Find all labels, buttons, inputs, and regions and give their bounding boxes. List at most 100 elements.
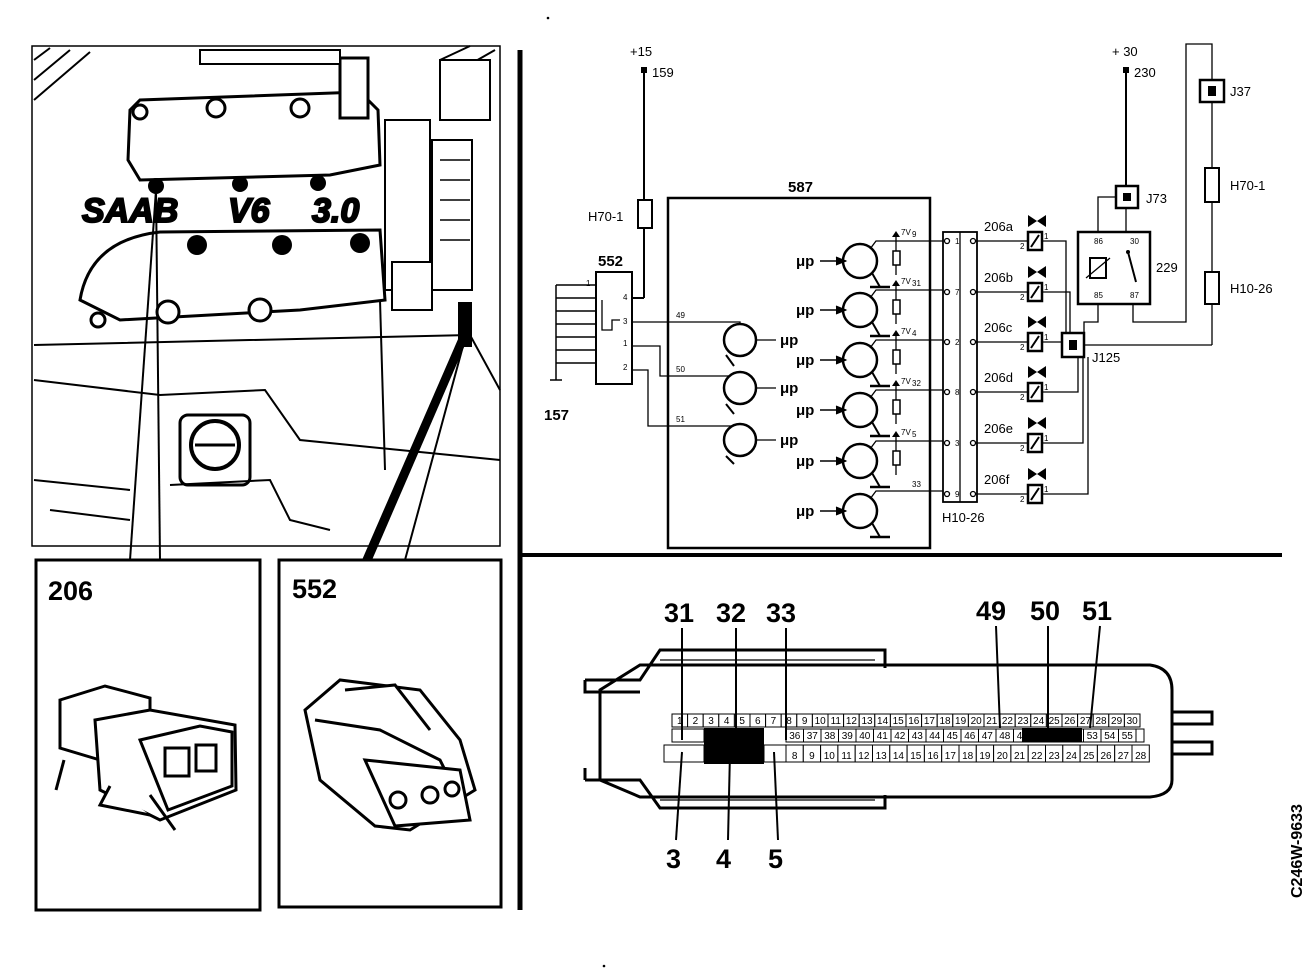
injector-pin: 1	[1044, 333, 1049, 342]
badge-saab: SAAB	[82, 192, 178, 230]
bottom-pin-number: 17	[945, 751, 957, 762]
badge-3-0: 3.0	[312, 192, 359, 230]
bottom-pin-number: 8	[792, 751, 798, 762]
injector-pin: 2	[1020, 393, 1025, 402]
ref-voltage: 7V	[901, 277, 911, 286]
bottom-pin-number: 14	[893, 751, 905, 762]
injector-pin: 2	[1020, 343, 1025, 352]
top-pin-number: 20	[971, 716, 983, 727]
top-pin-number: 24	[1033, 716, 1045, 727]
mu-label: μp	[796, 402, 814, 419]
engine-illustration: SAAB V6 3.0	[31, 45, 501, 561]
injector-label: 206f	[984, 472, 1010, 487]
mu-label: μp	[780, 332, 798, 349]
top-pin-number: 29	[1111, 716, 1123, 727]
connector-j37: J37	[1230, 84, 1251, 99]
pin-label-31: 31	[664, 598, 694, 628]
pin-label-33: 33	[766, 598, 796, 628]
connector-j73: J73	[1146, 191, 1167, 206]
mu-label: μp	[780, 432, 798, 449]
injector-label: 206e	[984, 421, 1013, 436]
bottom-pin-number: 26	[1100, 751, 1112, 762]
injector-label: 206c	[984, 320, 1013, 335]
ecu-587	[666, 196, 932, 550]
ecu-out-pin: 31	[912, 279, 921, 288]
top-pin-number: 30	[1127, 716, 1139, 727]
pin-label-4: 4	[716, 844, 731, 874]
sensor-552-label: 552	[598, 253, 623, 270]
top-pin-number: 22	[1002, 716, 1014, 727]
ref-voltage: 7V	[901, 377, 911, 386]
mid-pin-number: 54	[1104, 731, 1116, 742]
bottom-pin-number: 25	[1083, 751, 1095, 762]
injector-connector-drawing	[54, 684, 238, 831]
top-pin-number: 18	[939, 716, 951, 727]
bottom-pin-number: 10	[824, 751, 836, 762]
mu-label: μp	[796, 453, 814, 470]
mid-pin-number: 41	[877, 731, 889, 742]
mu-label: μp	[796, 253, 814, 270]
mid-pin-number: 40	[859, 731, 871, 742]
top-pin-number: 12	[846, 716, 858, 727]
bottom-pin-number: 24	[1066, 751, 1078, 762]
h10-pin: 3	[955, 439, 960, 448]
ignition-schematic: +15 159 H70-1 552 1 4 3 1 2 157 49 50 5	[544, 43, 1273, 550]
top-pin-number: 13	[861, 716, 873, 727]
top-pin-number: 7	[771, 716, 777, 727]
h10-pin: 1	[955, 237, 960, 246]
top-pin-number: 28	[1095, 716, 1107, 727]
top-pin-number: 2	[693, 716, 699, 727]
pin-label-5: 5	[768, 844, 783, 874]
ecu-in-pin: 49	[676, 311, 685, 320]
mid-pin-number: 43	[912, 731, 924, 742]
mid-pin-number: 55	[1122, 731, 1134, 742]
injector-pin: 1	[1044, 283, 1049, 292]
top-pin-number: 15	[893, 716, 905, 727]
bottom-pin-number: 27	[1118, 751, 1130, 762]
mid-pin-number: 42	[894, 731, 906, 742]
mu-label: μp	[796, 352, 814, 369]
connector-h70-left: H70-1	[588, 209, 623, 224]
top-pin-number: 21	[986, 716, 998, 727]
relay-pin: 85	[1094, 291, 1103, 300]
top-pin-number: 4	[724, 716, 730, 727]
top-pin-number: 23	[1017, 716, 1029, 727]
bottom-pin-number: 20	[997, 751, 1009, 762]
sensor-pin: 1	[586, 279, 591, 288]
injector-pin: 2	[1020, 444, 1025, 453]
supply-right-fuse: 230	[1134, 65, 1156, 80]
injector-206c: 2 206c 2 1	[943, 316, 1075, 353]
ref-voltage: 7V	[901, 228, 911, 237]
ecu-out-pin: 33	[912, 480, 921, 489]
mid-pin-number: 38	[824, 731, 836, 742]
relay-pin: 86	[1094, 237, 1103, 246]
top-pin-number: 17	[924, 716, 936, 727]
top-pin-number: 11	[831, 716, 842, 727]
h10-pin: 7	[955, 288, 960, 297]
bottom-pin-number: 11	[841, 751, 852, 762]
supply-left-fuse: 159	[652, 65, 674, 80]
top-pin-number: 5	[739, 716, 745, 727]
connector-j125: J125	[1092, 350, 1120, 365]
pin-label-3: 3	[666, 844, 681, 874]
input-transistors	[722, 322, 776, 465]
bottom-pin-number: 13	[876, 751, 888, 762]
injector-pin: 1	[1044, 485, 1049, 494]
pin-label-32: 32	[716, 598, 746, 628]
top-pin-number: 8	[786, 716, 792, 727]
mid-pin-number: 44	[929, 731, 941, 742]
ecu-out-pin: 4	[912, 329, 917, 338]
relay-label: 229	[1156, 260, 1178, 275]
injector-pin: 2	[1020, 242, 1025, 251]
bottom-pin-number: 21	[1014, 751, 1026, 762]
relay-pin: 30	[1130, 237, 1139, 246]
h10-pin: 2	[955, 338, 960, 347]
